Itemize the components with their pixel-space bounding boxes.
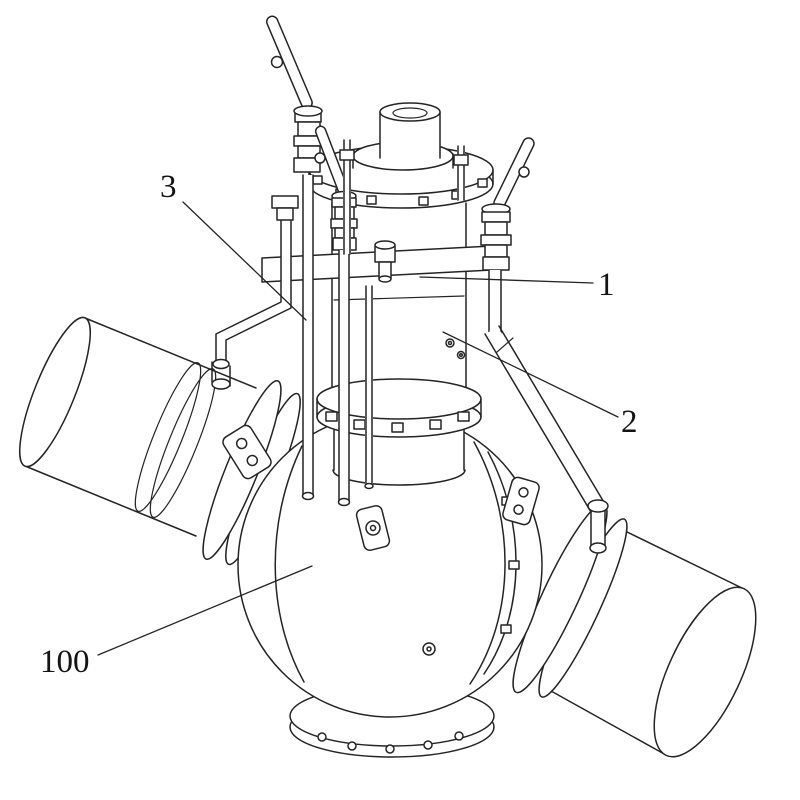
right-pipe-end-face	[653, 586, 757, 758]
bleed-valve-left-upper	[265, 15, 323, 173]
left-pipe	[19, 316, 257, 537]
mount-tab-front	[355, 505, 391, 551]
bleed-valve-right	[480, 137, 535, 335]
reference-annotations: 3 1 2 100	[40, 169, 638, 680]
left-pipe-end-face	[19, 316, 91, 468]
ref-label-1: 1	[598, 267, 615, 303]
ball-valve-body	[222, 412, 543, 718]
leader-line-1	[419, 276, 594, 284]
mount-tab-right	[502, 476, 540, 526]
tube-bundle	[211, 139, 469, 507]
tube-union	[271, 195, 299, 209]
leader-line-3	[182, 201, 307, 321]
ref-label-100: 100	[40, 644, 90, 680]
latch-knob	[518, 166, 530, 178]
ref-label-3: 3	[160, 169, 177, 205]
ref-label-2: 2	[621, 404, 638, 440]
pipe-boss	[211, 378, 231, 390]
latch-knob	[270, 55, 284, 69]
injection-line-right	[484, 325, 609, 554]
leader-line-100	[97, 565, 313, 656]
bonnet-column	[308, 102, 494, 486]
mount-tab-left	[222, 424, 272, 480]
leader-line-2	[442, 331, 619, 418]
latch-knob	[314, 152, 326, 164]
stem-top-face	[379, 102, 441, 122]
